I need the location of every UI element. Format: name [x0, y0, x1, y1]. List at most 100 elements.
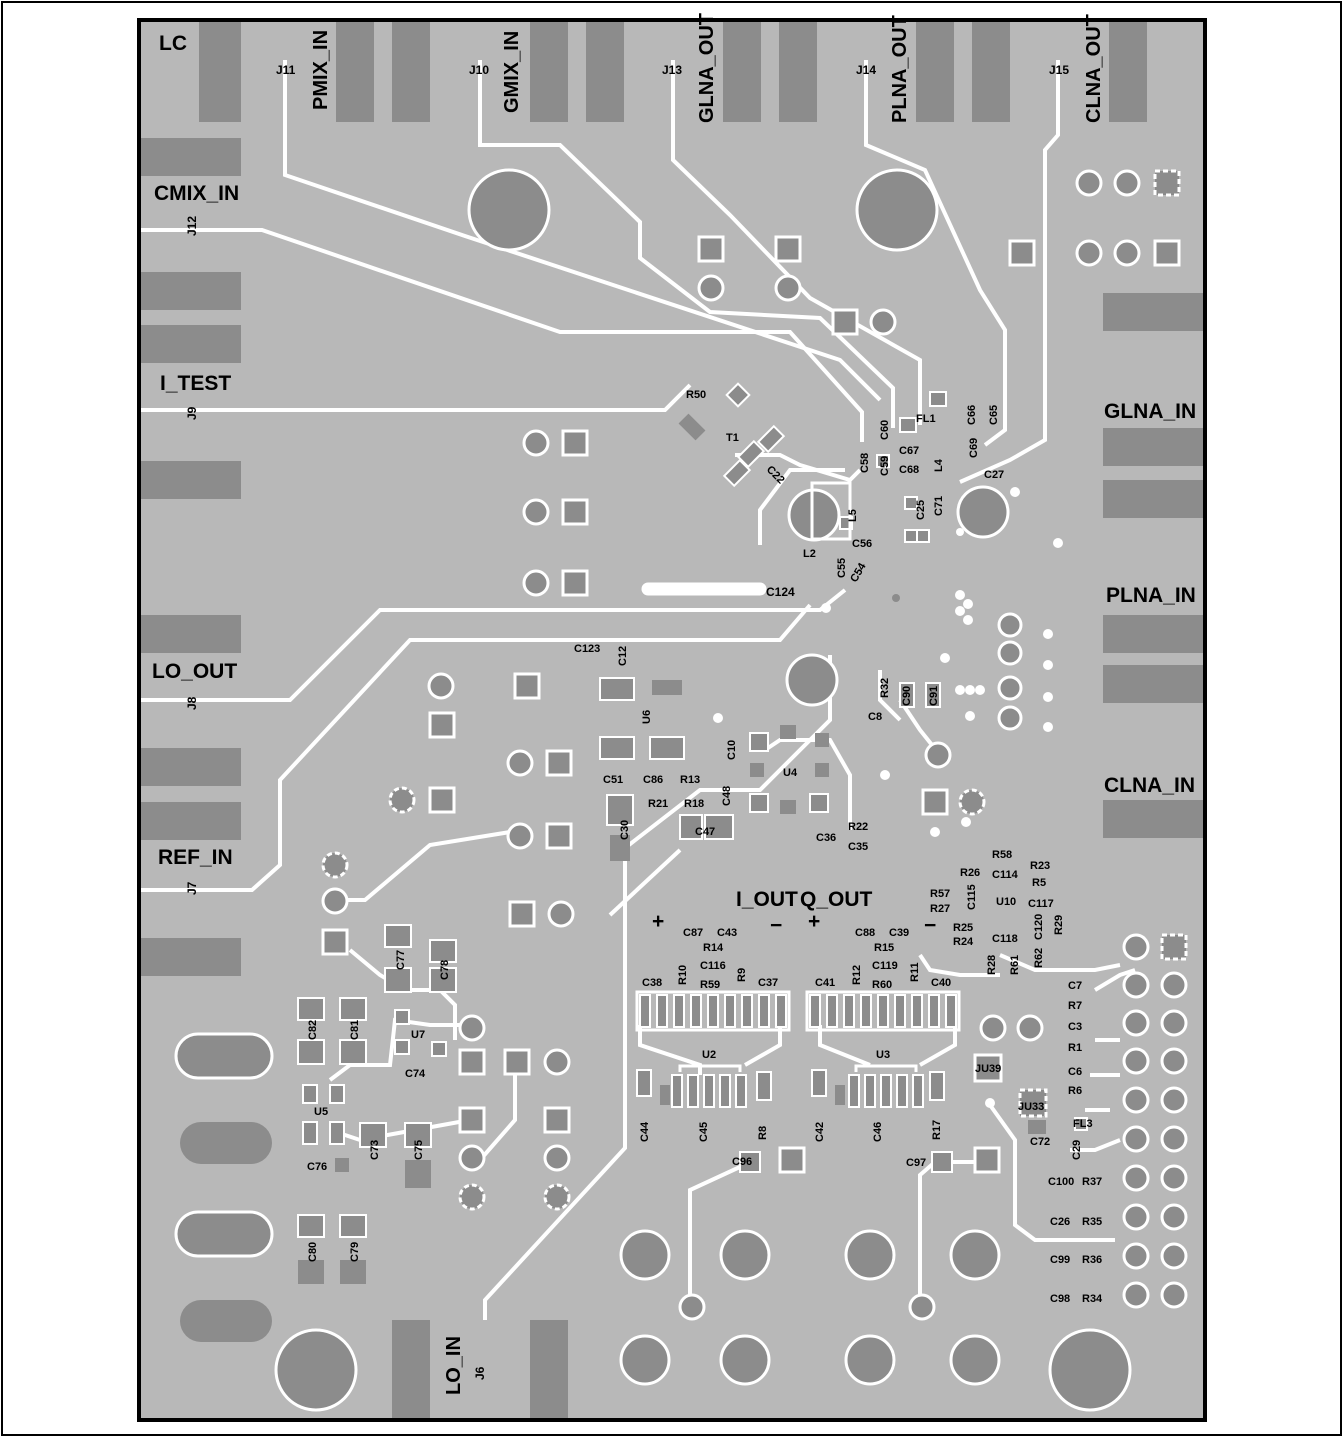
svg-text:R17: R17: [931, 1120, 943, 1140]
svg-text:R11: R11: [909, 962, 921, 982]
svg-text:C58: C58: [859, 453, 871, 473]
svg-text:C98: C98: [1050, 1293, 1070, 1305]
svg-text:T1: T1: [726, 432, 739, 444]
svg-text:R32: R32: [879, 678, 891, 698]
svg-text:R6: R6: [1068, 1085, 1082, 1097]
svg-text:C118: C118: [992, 933, 1018, 945]
svg-text:C43: C43: [717, 927, 737, 939]
label-CLNA_OUT: CLNA_OUT: [1083, 14, 1105, 123]
ic-pins: [639, 994, 957, 1108]
label-PLNA_IN: PLNA_IN: [1106, 584, 1196, 607]
svg-text:JU33: JU33: [1018, 1101, 1044, 1113]
svg-text:R14: R14: [703, 942, 724, 954]
ref-J9: J9: [185, 406, 199, 420]
svg-text:R26: R26: [960, 867, 980, 879]
svg-text:FL3: FL3: [1073, 1118, 1093, 1130]
svg-text:C46: C46: [872, 1122, 884, 1142]
ref-J8: J8: [185, 696, 199, 710]
plus-sign-i: +: [652, 910, 664, 933]
plus-sign-q: +: [808, 910, 820, 933]
label-PMIX_IN: PMIX_IN: [310, 30, 332, 110]
label-PLNA_OUT: PLNA_OUT: [889, 15, 911, 123]
svg-text:R9: R9: [736, 968, 748, 982]
label-I_TEST: I_TEST: [160, 372, 231, 395]
bnc-pads: [619, 1229, 1001, 1386]
svg-text:L2: L2: [803, 548, 816, 560]
svg-text:R28: R28: [986, 955, 998, 975]
svg-text:C78: C78: [439, 960, 451, 980]
svg-text:C65: C65: [988, 405, 1000, 425]
svg-text:R61: R61: [1009, 955, 1021, 975]
svg-text:C79: C79: [349, 1242, 361, 1262]
svg-text:U2: U2: [702, 1049, 716, 1061]
svg-text:R12: R12: [851, 965, 863, 985]
svg-text:C114: C114: [992, 869, 1019, 881]
svg-text:C82: C82: [307, 1020, 319, 1040]
svg-text:U10: U10: [996, 896, 1016, 908]
svg-text:C45: C45: [698, 1122, 710, 1142]
svg-text:C120: C120: [1033, 914, 1045, 940]
svg-text:C123: C123: [574, 643, 600, 655]
svg-text:U3: U3: [876, 1049, 890, 1061]
label-I_OUT: I_OUT: [736, 888, 798, 911]
label-CMIX_IN: CMIX_IN: [154, 182, 239, 205]
output-labels: I_OUT Q_OUT + − + −: [652, 888, 936, 937]
svg-text:C100: C100: [1048, 1176, 1074, 1188]
svg-text:R23: R23: [1030, 860, 1050, 872]
svg-text:JU39: JU39: [975, 1063, 1001, 1075]
svg-text:C26: C26: [1050, 1216, 1070, 1228]
component-labels-lower-left: C77 C78 C82 C81 U7 C74 U5 C76 C73 C75 C8…: [307, 950, 451, 1262]
svg-text:C74: C74: [405, 1068, 426, 1080]
svg-text:C97: C97: [906, 1157, 926, 1169]
svg-text:C3: C3: [1068, 1021, 1082, 1033]
connector-label-bottom: LO_IN J6: [443, 1336, 487, 1395]
svg-text:U5: U5: [314, 1106, 328, 1118]
svg-text:R58: R58: [992, 849, 1012, 861]
svg-text:C60: C60: [879, 420, 891, 440]
label-Q_OUT: Q_OUT: [800, 888, 873, 911]
svg-text:C69: C69: [968, 438, 980, 458]
label-GMIX_IN: GMIX_IN: [501, 31, 523, 113]
svg-text:C39: C39: [889, 927, 909, 939]
svg-text:U4: U4: [783, 767, 798, 779]
vias: [713, 487, 1063, 1108]
svg-text:C117: C117: [1028, 898, 1054, 910]
component-labels-mid: C123 C12 U6 C10 U4 C51 C86 R13 R21 R18 C…: [574, 643, 940, 853]
svg-text:C47: C47: [695, 826, 715, 838]
th-pads-square: [321, 169, 1188, 1174]
svg-text:C119: C119: [872, 960, 898, 972]
svg-text:R25: R25: [953, 922, 973, 934]
svg-text:U7: U7: [411, 1029, 425, 1041]
label-GLNA_OUT: GLNA_OUT: [696, 13, 718, 123]
svg-text:R62: R62: [1033, 948, 1045, 968]
svg-text:R22: R22: [848, 821, 868, 833]
connector-labels-left: LC CMIX_IN I_TEST LO_OUT REF_IN J12 J9 J…: [152, 32, 239, 895]
svg-text:C35: C35: [848, 841, 868, 853]
svg-text:C72: C72: [1030, 1136, 1050, 1148]
svg-text:R29: R29: [1053, 915, 1065, 935]
svg-text:R24: R24: [953, 936, 974, 948]
svg-text:R15: R15: [874, 942, 894, 954]
ref-J14: J14: [856, 63, 876, 77]
svg-text:FL1: FL1: [916, 413, 936, 425]
minus-sign-i: −: [770, 914, 782, 937]
svg-text:C96: C96: [732, 1156, 752, 1168]
svg-text:R1: R1: [1068, 1042, 1082, 1054]
svg-text:C99: C99: [1050, 1254, 1070, 1266]
svg-text:L4: L4: [933, 458, 945, 472]
svg-text:R13: R13: [680, 774, 700, 786]
svg-text:C87: C87: [683, 927, 703, 939]
svg-text:C51: C51: [603, 774, 623, 786]
component-labels-output: C87 C43 R14 C116 C38 R10 R59 R9 C37 C88 …: [639, 927, 951, 1169]
svg-text:C86: C86: [643, 774, 663, 786]
svg-text:C75: C75: [413, 1140, 425, 1160]
connector-labels-right: GLNA_IN PLNA_IN CLNA_IN: [1104, 400, 1196, 797]
svg-text:C59: C59: [879, 456, 891, 476]
svg-text:R10: R10: [677, 965, 689, 985]
label-REF_IN: REF_IN: [158, 846, 233, 869]
svg-text:C40: C40: [931, 977, 951, 989]
svg-text:C25: C25: [915, 500, 927, 520]
svg-text:R5: R5: [1032, 877, 1046, 889]
svg-text:C81: C81: [349, 1020, 361, 1040]
